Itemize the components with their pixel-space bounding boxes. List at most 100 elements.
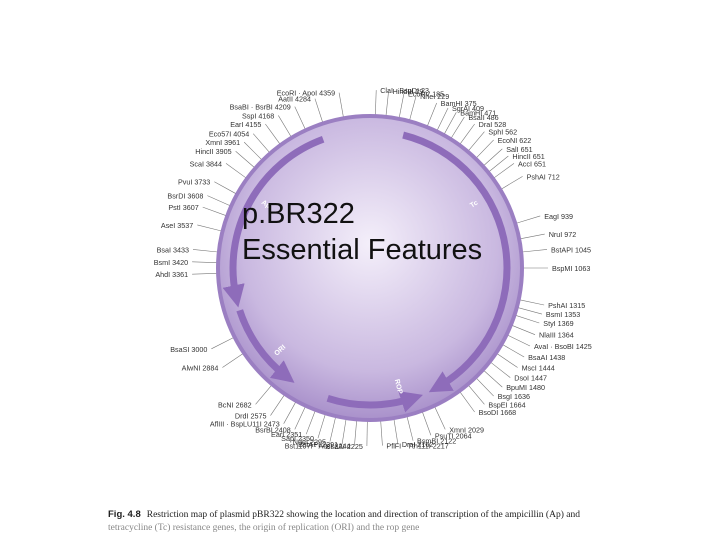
- site-leader-line: [518, 308, 542, 314]
- site-leader-line: [520, 234, 545, 239]
- site-leader-line: [501, 176, 522, 189]
- site-leader-line: [318, 414, 325, 438]
- site-leader-line: [330, 417, 336, 441]
- site-leader-line: [435, 407, 446, 430]
- site-leader-line: [278, 115, 291, 136]
- site-leader-line: [399, 93, 404, 118]
- restriction-site-label: BsaAI 1438: [528, 353, 565, 362]
- site-leader-line: [460, 392, 475, 412]
- site-leader-line: [207, 196, 230, 206]
- caption-text-line2: tetracycline (Tc) resistance genes, the …: [108, 523, 419, 533]
- restriction-site-label: AvaI · BsoBI 1425: [534, 342, 592, 351]
- site-leader-line: [491, 362, 511, 377]
- restriction-site-label: AseI 3537: [161, 221, 193, 230]
- site-leader-line: [476, 140, 493, 158]
- restriction-site-label: HincII 3905: [195, 147, 231, 156]
- restriction-site-label: BsrDI 3608: [167, 192, 203, 201]
- figure-caption: Fig. 4.8 Restriction map of plasmid pBR32…: [108, 508, 708, 536]
- restriction-site-label: XmnI 3961: [205, 138, 240, 147]
- restriction-site-label: NruI 972: [549, 230, 577, 239]
- site-leader-line: [468, 132, 484, 151]
- site-leader-line: [497, 354, 518, 368]
- figure-label: Fig. 4.8: [108, 509, 141, 520]
- site-leader-line: [339, 93, 343, 118]
- site-leader-line: [484, 370, 503, 387]
- restriction-site-label: BsaBI · BsrBI 4209: [230, 103, 291, 112]
- restriction-site-label: MscI 1444: [522, 364, 555, 373]
- restriction-site-label: PshAI 712: [527, 172, 560, 181]
- restriction-site-label: BspMI 1063: [552, 264, 590, 273]
- site-leader-line: [468, 385, 484, 404]
- site-leader-line: [284, 402, 296, 424]
- restriction-site-label: BstAPI 1045: [551, 245, 591, 254]
- restriction-site-label: XmnI 2029: [449, 425, 484, 434]
- site-leader-line: [460, 124, 475, 144]
- restriction-site-label: AhdI 3361: [155, 270, 188, 279]
- site-leader-line: [295, 107, 306, 130]
- site-leader-line: [197, 225, 221, 231]
- site-leader-line: [193, 249, 218, 252]
- site-leader-line: [270, 395, 284, 416]
- site-leader-line: [226, 163, 246, 178]
- site-leader-line: [265, 124, 280, 144]
- site-leader-line: [342, 419, 346, 444]
- site-leader-line: [476, 378, 493, 396]
- slide-title-line1: p.BR322: [242, 198, 355, 230]
- restriction-site-label: AlwNI 2884: [182, 364, 219, 373]
- site-leader-line: [407, 416, 413, 440]
- site-leader-line: [375, 90, 376, 115]
- restriction-site-label: BsmI 1353: [546, 310, 580, 319]
- restriction-site-label: EarI 4155: [230, 120, 261, 129]
- site-leader-line: [192, 273, 217, 274]
- site-leader-line: [222, 354, 243, 368]
- restriction-site-label: SalI 651: [506, 145, 532, 154]
- caption-text: Restriction map of plasmid pBR322 showin…: [147, 510, 580, 520]
- restriction-site-label: PvuI 3733: [178, 178, 210, 187]
- restriction-site-label: BsaI 3433: [157, 245, 189, 254]
- restriction-site-label: BsaSI 3000: [170, 345, 207, 354]
- site-leader-line: [253, 134, 269, 153]
- restriction-site-label: BpuMI 1480: [506, 383, 545, 392]
- site-leader-line: [516, 216, 540, 223]
- site-leader-line: [520, 300, 544, 305]
- restriction-site-label: DsoI 1447: [514, 374, 547, 383]
- restriction-site-label: NlaIII 1364: [539, 331, 574, 340]
- site-leader-line: [422, 412, 431, 435]
- site-leader-line: [203, 207, 226, 216]
- site-leader-line: [306, 411, 315, 434]
- site-leader-line: [503, 345, 525, 358]
- site-leader-line: [427, 103, 436, 126]
- restriction-site-label: BsaAI 2225: [326, 442, 363, 451]
- site-leader-line: [508, 335, 530, 346]
- restriction-site-label: ClaI · BspDI 23: [380, 86, 429, 95]
- restriction-site-label: BsmI 3420: [154, 258, 188, 267]
- site-leader-line: [315, 99, 323, 123]
- site-leader-line: [211, 337, 233, 348]
- site-leader-line: [522, 249, 547, 252]
- site-leader-line: [256, 385, 272, 404]
- site-leader-line: [381, 421, 383, 446]
- slide-title: p.BR322 Essential Features: [242, 196, 482, 268]
- slide-title-line2: Essential Features: [242, 234, 482, 266]
- restriction-site-label: EcoNI 622: [498, 136, 532, 145]
- restriction-site-label: EagI 939: [544, 212, 573, 221]
- site-leader-line: [236, 151, 255, 167]
- site-leader-line: [192, 262, 217, 263]
- site-leader-line: [244, 142, 262, 160]
- site-leader-line: [410, 96, 416, 120]
- site-leader-line: [516, 315, 540, 323]
- site-leader-line: [394, 419, 398, 444]
- restriction-site-label: BcNI 2682: [218, 400, 252, 409]
- restriction-site-label: BsgI 1636: [498, 392, 530, 401]
- site-leader-line: [512, 325, 535, 334]
- site-leader-line: [444, 112, 456, 134]
- restriction-site-label: ScaI 3844: [190, 159, 222, 168]
- site-leader-line: [451, 117, 464, 138]
- restriction-site-label: BspEI 1664: [488, 400, 525, 409]
- site-leader-line: [437, 108, 448, 130]
- site-leader-line: [214, 182, 236, 194]
- restriction-site-label: PstI 3607: [168, 203, 198, 212]
- restriction-site-label: PshAI 1315: [548, 301, 585, 310]
